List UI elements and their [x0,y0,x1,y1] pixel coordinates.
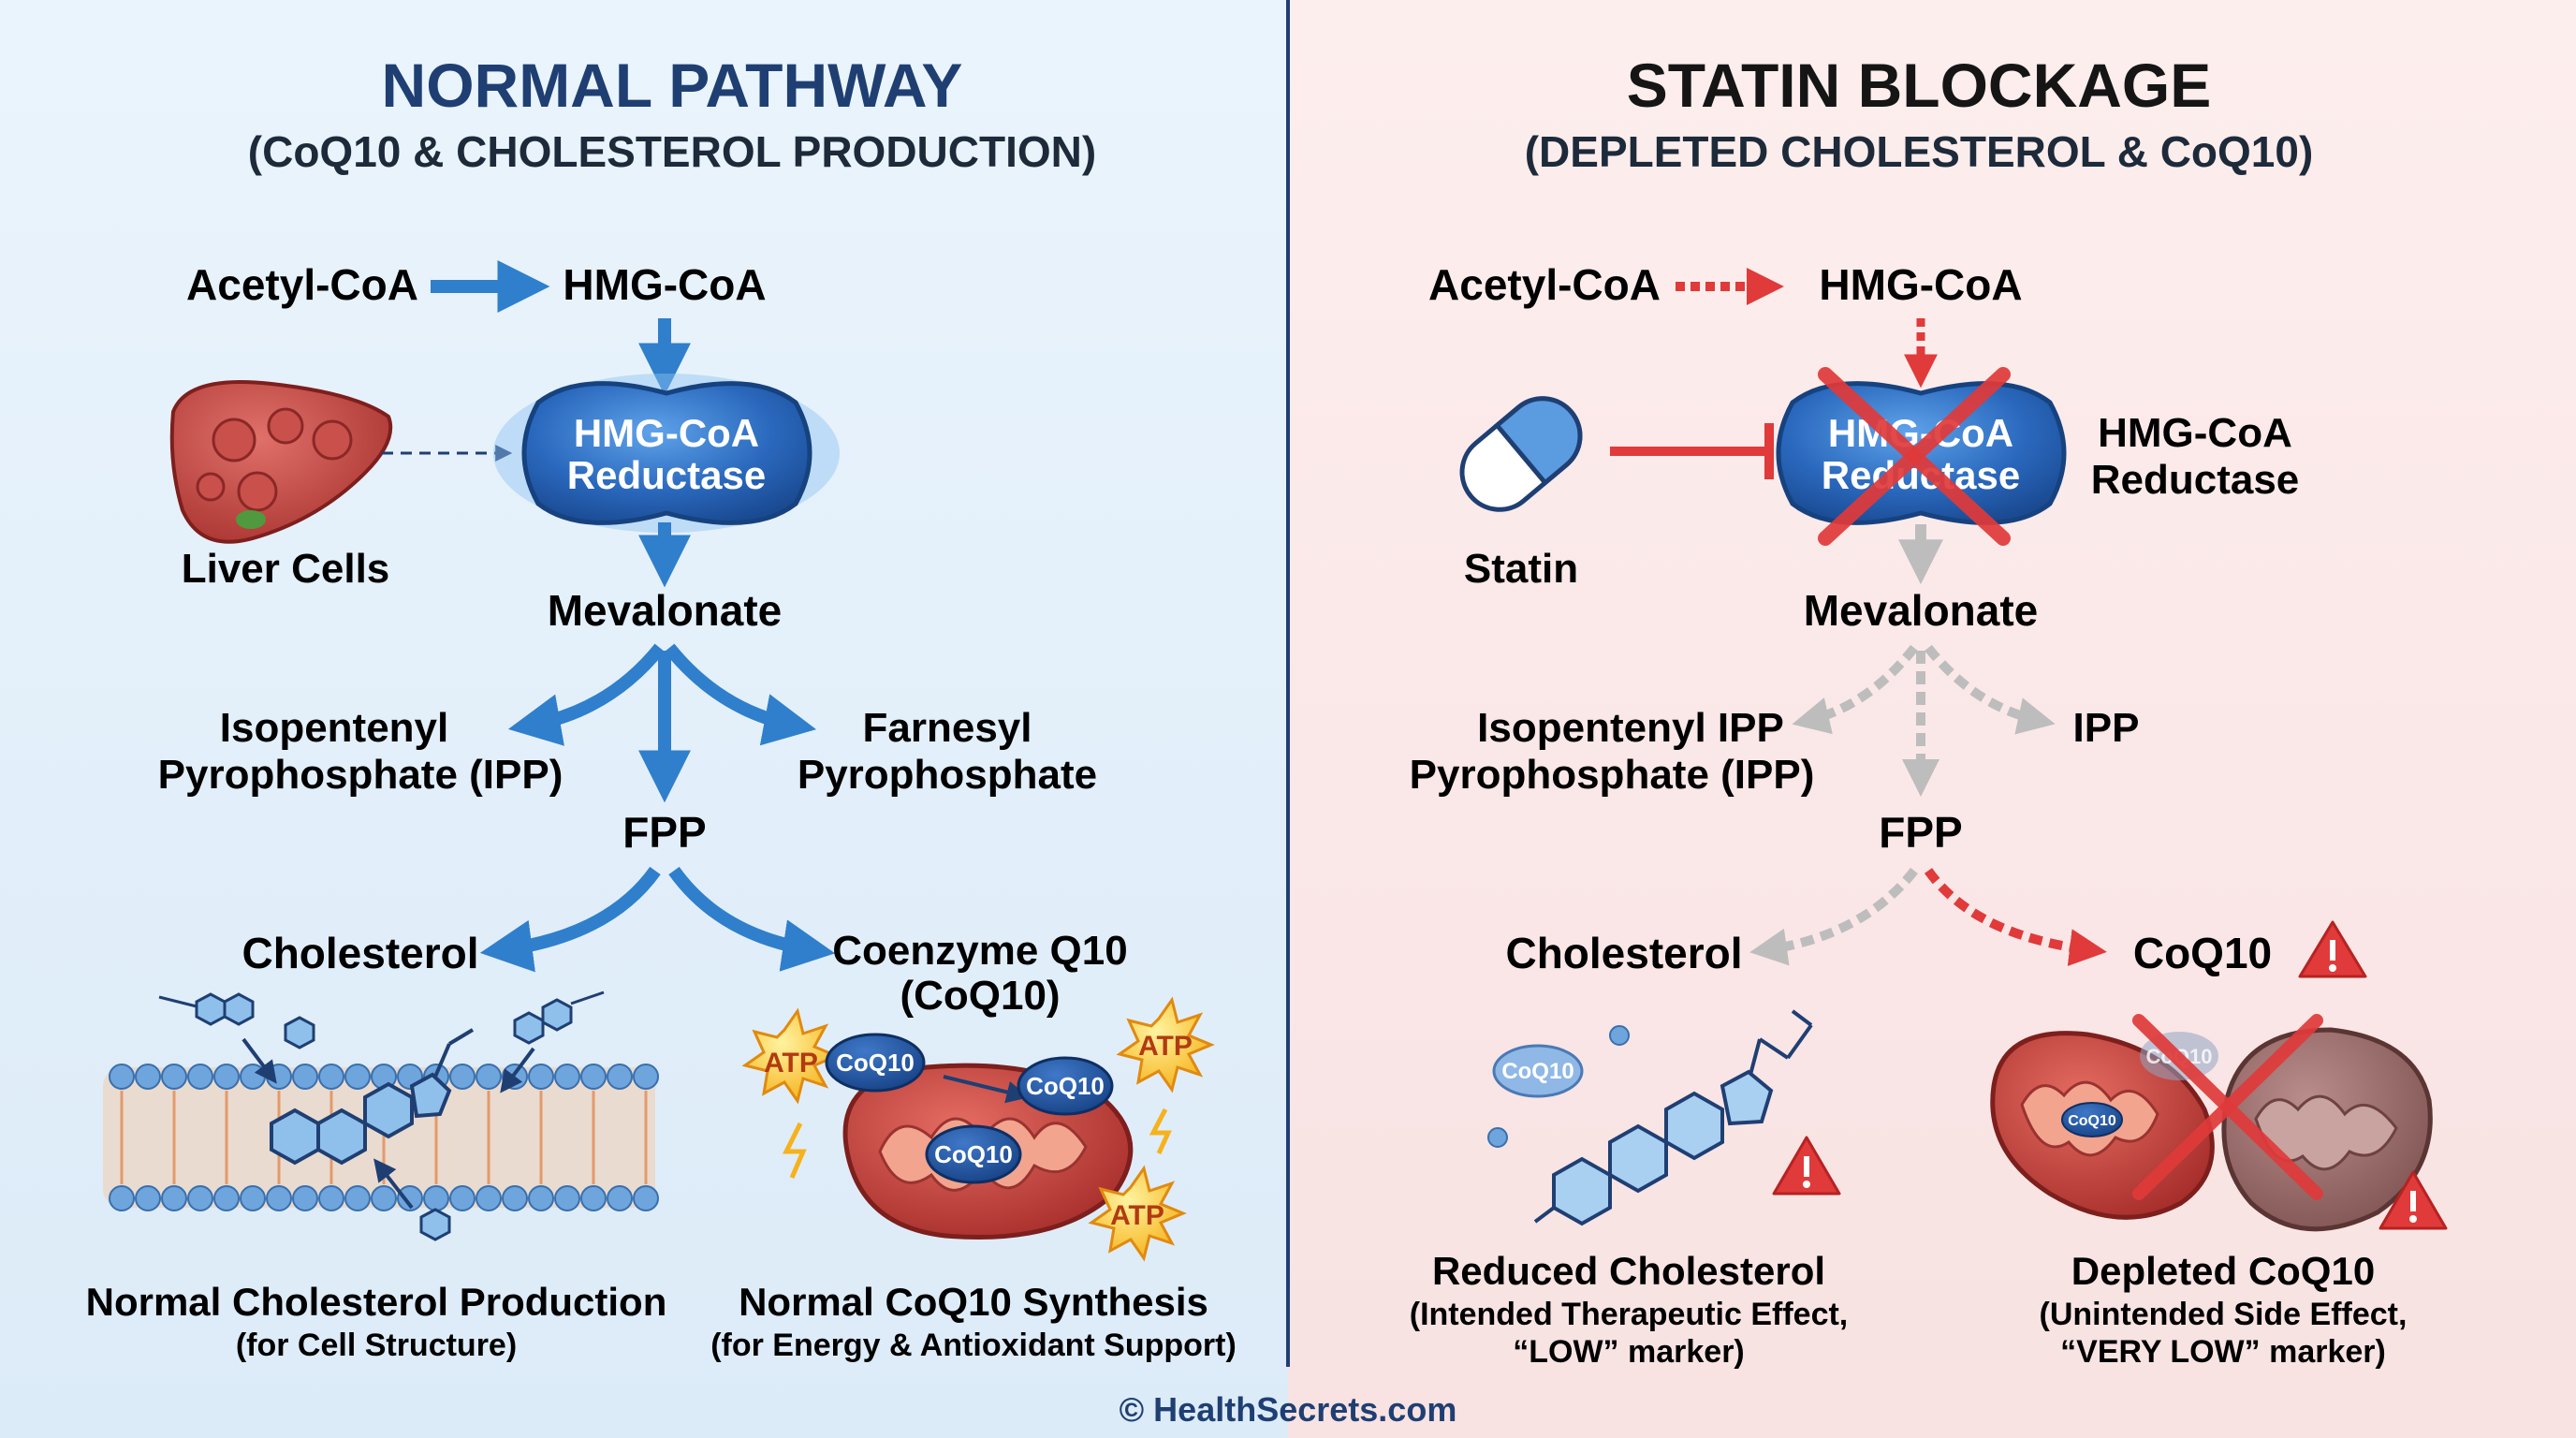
right-ipp-line2: Pyrophosphate (IPP) [1410,752,1815,798]
mitochondria-depleted-x-icon [2132,1014,2323,1200]
left-arrow-to-ipp [507,643,666,746]
left-farnesyl-line1: Farnesyl [863,705,1032,751]
copyright-footer: © HealthSecrets.com [1120,1390,1457,1429]
coq10-depleted-warning-icon [2378,1170,2448,1230]
left-result1-title: Normal Cholesterol Production [86,1280,667,1324]
liver-cells-label: Liver Cells [182,546,390,592]
right-acetyl-coa: Acetyl-CoA [1428,260,1661,309]
right-result1-sub1: (Intended Therapeutic Effect, [1410,1297,1849,1332]
right-ipp-line1: Isopentenyl IPP [1477,705,1784,751]
coq10-badge-2 [1017,1056,1114,1116]
right-enzyme-label-line1: HMG-CoA [2098,410,2292,456]
right-enzyme-label-line2: Reductase [2091,457,2300,503]
right-title: STATIN BLOCKAGE [1627,51,2212,120]
small-coq10-badge [2061,1102,2123,1137]
right-result2-title: Depleted CoQ10 [2071,1249,2375,1293]
coq10-badge-1 [825,1033,926,1093]
right-result2-sub1: (Unintended Side Effect, [2040,1297,2408,1332]
left-hmg-coa: HMG-CoA [563,260,766,309]
right-result2-sub2: “VERY LOW” marker) [2060,1334,2386,1370]
atp-label-1: ATP [764,1048,818,1078]
cholesterol-warning-icon [1772,1136,1841,1196]
cell-membrane-illustration [103,990,659,1241]
left-result1-sub: (for Cell Structure) [236,1328,517,1363]
statin-label: Statin [1464,546,1578,592]
left-farnesyl-line2: Pyrophosphate [798,752,1097,798]
right-cholesterol: Cholesterol [1505,929,1742,977]
right-result1-sub2: “LOW” marker) [1513,1334,1745,1370]
left-enzyme-blob [493,374,840,533]
left-result2-sub: (for Energy & Antioxidant Support) [710,1328,1237,1363]
left-ipp-line2: Pyrophosphate (IPP) [158,752,564,798]
right-subtitle: (DEPLETED CHOLESTEROL & CoQ10) [1525,127,2314,176]
atp-label-3: ATP [1110,1200,1164,1231]
left-title: NORMAL PATHWAY [382,51,963,120]
left-fpp: FPP [622,808,706,857]
liver-icon [169,380,393,544]
right-arrow-to-cholesterol [1749,867,1918,966]
right-hmg-coa: HMG-CoA [1819,260,2022,309]
left-enzyme-line2: Reductase [567,453,766,497]
right-ipp-right: IPP [2073,705,2140,751]
left-coq10-line1: Coenzyme Q10 [832,928,1127,974]
statin-pill-icon [1459,396,1583,512]
left-arrow-to-coq10 [668,866,836,972]
right-arrow-to-ipp [1792,644,1918,735]
left-acetyl-coa: Acetyl-CoA [186,260,418,309]
right-coq10-badge-1 [1492,1044,1584,1098]
left-cholesterol: Cholesterol [242,929,478,977]
coq10-badge-2-label: CoQ10 [1026,1072,1105,1100]
right-fpp: FPP [1879,808,1962,857]
right-coq10: CoQ10 [2133,929,2272,977]
right-coq10-badge-1-label: CoQ10 [1501,1059,1573,1084]
coq10-badge-3 [925,1124,1022,1184]
coq10-warning-icon [2298,920,2367,978]
left-ipp-line1: Isopentenyl [220,705,449,751]
left-arrow-to-farnesyl [664,643,817,746]
right-mevalonate: Mevalonate [1804,586,2039,635]
enzyme-blocked-x-icon [1818,367,2011,546]
right-result1-title: Reduced Cholesterol [1432,1249,1825,1293]
cholesterol-molecule-illustration [1487,1009,1813,1226]
small-coq10-badge-label: CoQ10 [2068,1113,2116,1129]
left-coq10-line2: (CoQ10) [900,973,1060,1019]
left-arrow-to-cholesterol [479,866,661,973]
right-arrow-to-ipp-right [1925,644,2056,735]
left-mevalonate: Mevalonate [548,586,783,635]
coq10-badge-1-label: CoQ10 [836,1049,915,1077]
left-enzyme-line1: HMG-CoA [574,411,759,455]
atp-burst-icon [741,996,1215,1262]
atp-label-2: ATP [1138,1031,1193,1062]
left-result2-title: Normal CoQ10 Synthesis [739,1280,1208,1324]
right-arrow-to-coq10 [1924,868,2107,966]
left-subtitle: (CoQ10 & CHOLESTEROL PRODUCTION) [248,127,1096,176]
coq10-badge-3-label: CoQ10 [934,1140,1013,1168]
